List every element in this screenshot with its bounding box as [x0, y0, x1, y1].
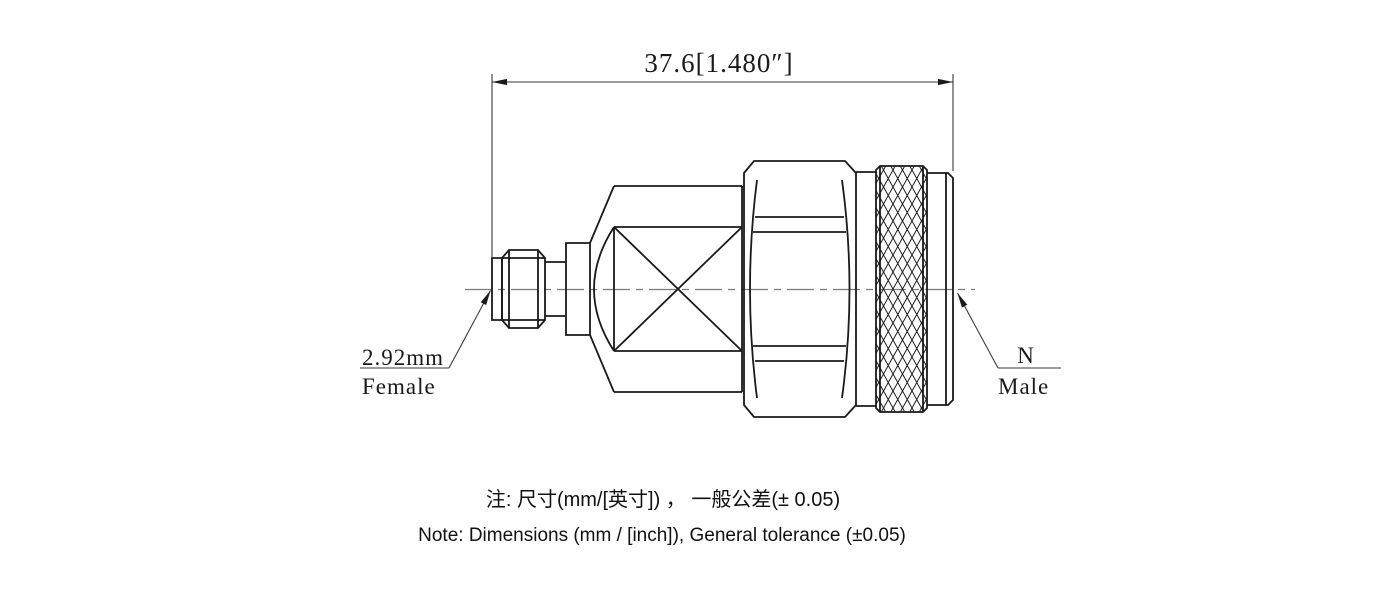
- n-interface-barrel: [927, 172, 954, 406]
- body-taper-lines: [589, 185, 615, 393]
- right-connector-interface-label: N: [1017, 343, 1035, 368]
- right-connector-gender-label: Male: [998, 374, 1049, 399]
- dimensioning: [360, 74, 1061, 369]
- note-line-english: Note: Dimensions (mm / [inch]), General …: [418, 525, 906, 546]
- note-line-chinese: 注: 尺寸(mm/[英寸]) ， 一般公差(± 0.05): [486, 488, 840, 511]
- knurl-hatch: [876, 166, 927, 412]
- hex-body-cross-lines: [613, 226, 743, 352]
- sma-nut-detail-lines: [502, 250, 545, 328]
- right-leader-arrow: [957, 292, 999, 369]
- hex-body-flat-lines: [613, 226, 742, 352]
- hex-body-curve: [593, 226, 615, 352]
- left-connector-interface-label: 2.92mm: [362, 345, 444, 370]
- neck-lines: [856, 171, 876, 407]
- n-hex-silhouette: [743, 160, 857, 418]
- connector-outline: [491, 160, 954, 418]
- n-hex-flat-lines: [753, 216, 846, 362]
- sma-barrel: [545, 261, 566, 317]
- n-hex-curves: [749, 179, 851, 399]
- hex-body-silhouette: [614, 185, 743, 393]
- knurl-edge-lines: [879, 166, 924, 412]
- left-leader-arrow: [448, 290, 491, 369]
- overall-length-dimension-label: 37.6[1.480″]: [644, 48, 793, 78]
- left-connector-gender-label: Female: [362, 374, 436, 399]
